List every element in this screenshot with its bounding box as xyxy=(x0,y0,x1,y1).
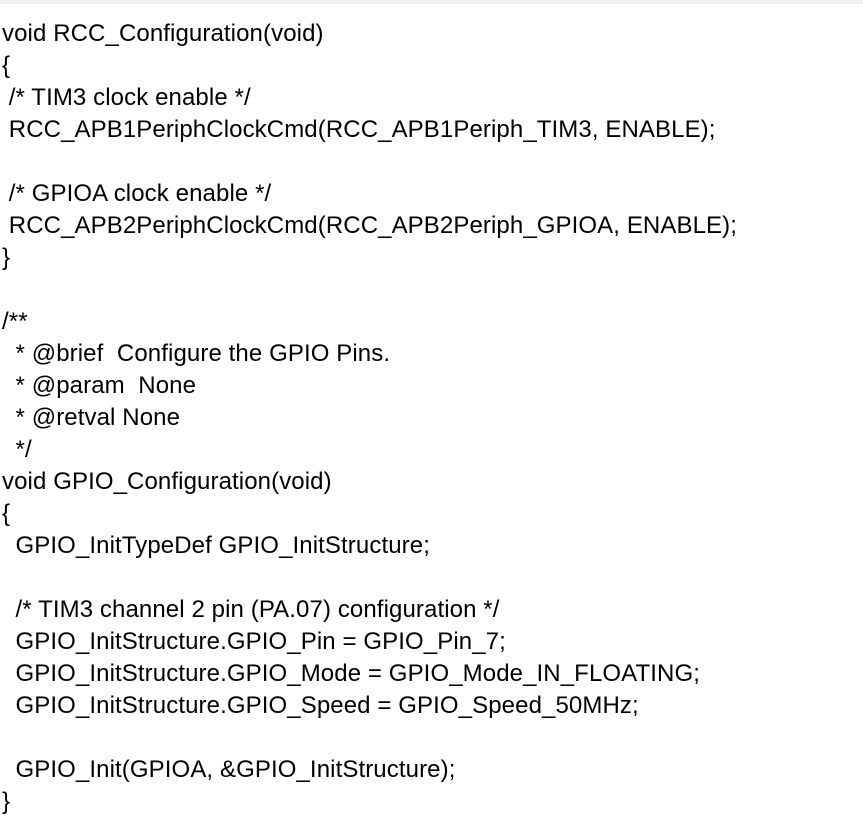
code-line-blank xyxy=(2,146,863,178)
code-line: * @brief Configure the GPIO Pins. xyxy=(2,340,391,367)
top-edge-rule xyxy=(0,0,863,4)
code-line: { xyxy=(2,52,11,79)
code-line: GPIO_InitTypeDef GPIO_InitStructure; xyxy=(2,532,430,559)
code-line: * @retval None xyxy=(2,404,181,431)
code-line: RCC_APB1PeriphClockCmd(RCC_APB1Periph_TI… xyxy=(2,116,716,143)
code-line: /* TIM3 channel 2 pin (PA.07) configurat… xyxy=(2,596,500,623)
code-line: RCC_APB2PeriphClockCmd(RCC_APB2Periph_GP… xyxy=(2,212,737,239)
code-line: void RCC_Configuration(void) xyxy=(2,20,324,47)
code-line: /** xyxy=(2,308,28,335)
code-line-blank xyxy=(2,562,863,594)
code-line: } xyxy=(2,788,11,815)
code-line: GPIO_Init(GPIOA, &GPIO_InitStructure); xyxy=(2,756,456,783)
code-line: /* GPIOA clock enable */ xyxy=(2,180,272,207)
code-line: GPIO_InitStructure.GPIO_Speed = GPIO_Spe… xyxy=(2,692,639,719)
code-line-blank xyxy=(2,274,863,306)
code-line: */ xyxy=(2,436,32,463)
code-line: void GPIO_Configuration(void) xyxy=(2,468,332,495)
code-line: { xyxy=(2,500,11,527)
code-line: * @param None xyxy=(2,372,197,399)
code-line: GPIO_InitStructure.GPIO_Mode = GPIO_Mode… xyxy=(2,660,700,687)
code-line: /* TIM3 clock enable */ xyxy=(2,84,251,111)
code-line-blank xyxy=(2,722,863,754)
code-listing: void RCC_Configuration(void) { /* TIM3 cl… xyxy=(0,16,863,818)
code-line: GPIO_InitStructure.GPIO_Pin = GPIO_Pin_7… xyxy=(2,628,506,655)
code-line: } xyxy=(2,244,11,271)
